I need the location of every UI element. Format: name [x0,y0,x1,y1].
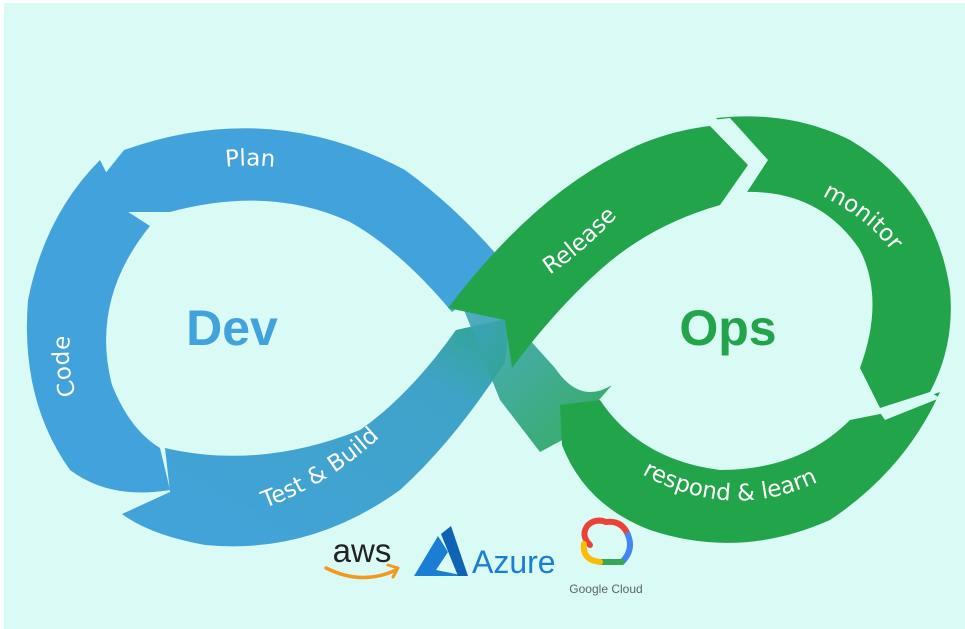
dev-label: Dev [186,300,278,356]
aws-smile-icon [324,566,398,580]
azure-icon [414,536,466,576]
code-arrow [26,160,171,493]
google-cloud-logo: Google Cloud [569,517,643,596]
google-cloud-icon [580,517,633,565]
azure-logo: Azure [414,526,556,580]
plan-arrow [100,128,508,312]
monitor-arrow [716,116,951,408]
google-cloud-wordmark: Google Cloud [569,582,642,596]
respond-learn-arrow [560,392,940,543]
azure-wordmark: Azure [472,544,556,580]
test-build-arrow [122,318,510,547]
aws-wordmark: aws [333,532,392,569]
stage-label-plan: Plan [224,145,276,172]
aws-logo: aws [324,532,400,580]
release-arrow [448,126,748,368]
ops-label: Ops [679,300,776,356]
